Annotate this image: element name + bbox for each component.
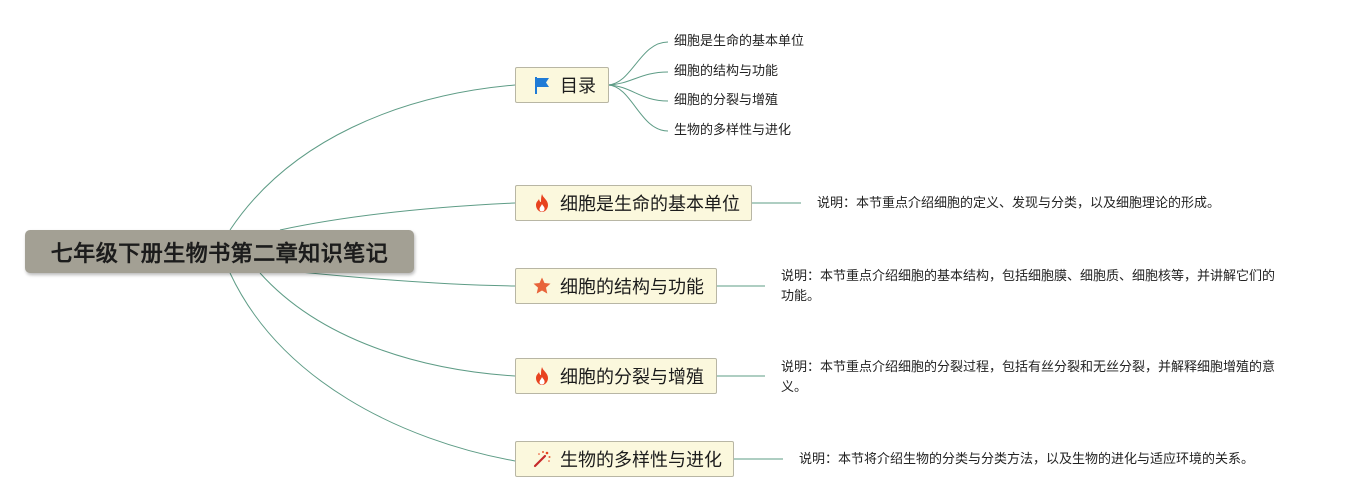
- topic-cell-basic-unit-label: 细胞是生命的基本单位: [560, 194, 740, 215]
- star-icon: [532, 276, 552, 296]
- topic-cell-division[interactable]: 细胞的分裂与增殖: [515, 358, 717, 394]
- topic-note-3: 说明：本节重点介绍细胞的分裂过程，包括有丝分裂和无丝分裂，并解释细胞增殖的意义。: [781, 360, 1276, 395]
- topic-cell-basic-unit[interactable]: 细胞是生命的基本单位: [515, 185, 752, 221]
- topic-toc-label: 目录: [560, 76, 596, 97]
- root-topic[interactable]: 七年级下册生物书第二章知识笔记: [25, 230, 414, 273]
- toc-item-1[interactable]: 细胞是生命的基本单位: [674, 34, 805, 49]
- fire-icon: [532, 366, 552, 386]
- toc-item-3[interactable]: 细胞的分裂与增殖: [674, 93, 779, 108]
- root-title: 七年级下册生物书第二章知识笔记: [50, 241, 389, 267]
- topic-biodiversity[interactable]: 生物的多样性与进化: [515, 441, 734, 477]
- topic-note-4: 说明：本节将介绍生物的分类与分类方法，以及生物的进化与适应环境的关系。: [799, 452, 1255, 467]
- topic-note-2: 说明：本节重点介绍细胞的基本结构，包括细胞膜、细胞质、细胞核等，并讲解它们的功能…: [781, 269, 1276, 304]
- topic-note-1: 说明：本节重点介绍细胞的定义、发现与分类，以及细胞理论的形成。: [817, 196, 1221, 211]
- topic-toc[interactable]: 目录: [515, 67, 609, 103]
- topic-cell-division-label: 细胞的分裂与增殖: [560, 367, 704, 388]
- topic-biodiversity-label: 生物的多样性与进化: [560, 450, 722, 471]
- blue-flag-icon: [532, 75, 552, 95]
- fire-icon: [532, 193, 552, 213]
- toc-item-2[interactable]: 细胞的结构与功能: [674, 64, 779, 79]
- topic-cell-structure-label: 细胞的结构与功能: [560, 277, 704, 298]
- toc-item-4[interactable]: 生物的多样性与进化: [674, 123, 792, 138]
- topic-cell-structure[interactable]: 细胞的结构与功能: [515, 268, 717, 304]
- magic-wand-icon: [532, 449, 552, 469]
